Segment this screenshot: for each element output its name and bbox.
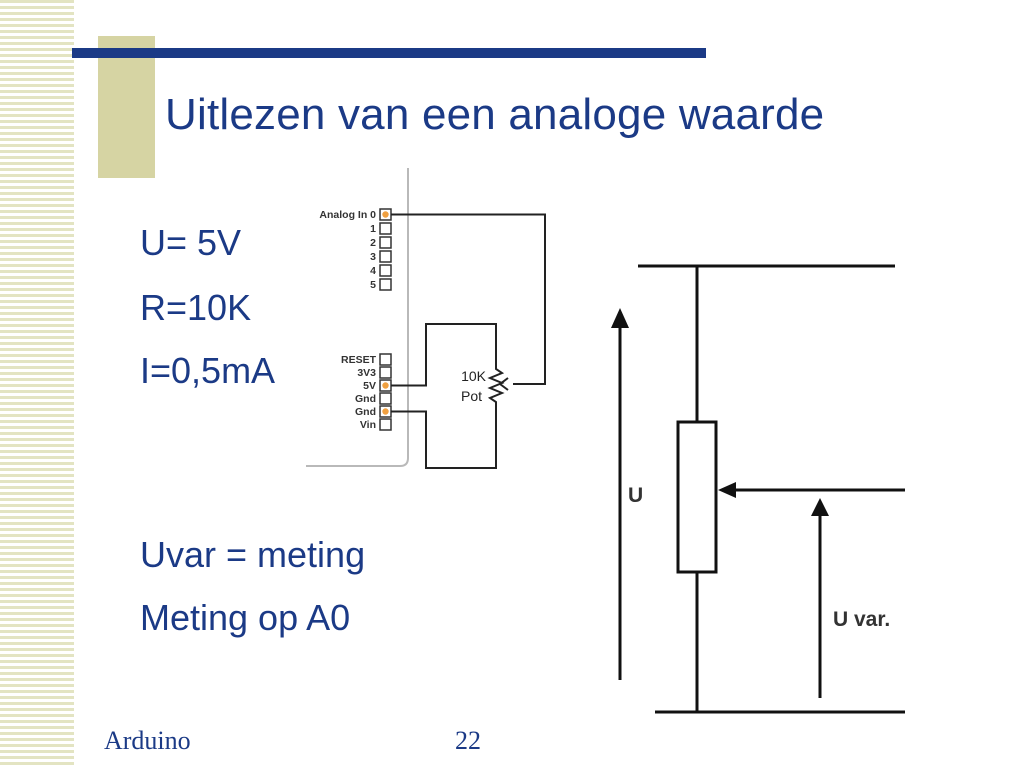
pin-label-5v: 5V (363, 380, 376, 392)
bullet-uvar: Uvar = meting (140, 534, 366, 575)
wire-5v-to-pot (391, 323, 497, 387)
pin-label-analog-2: 2 (370, 237, 376, 249)
slide-title: Uitlezen van een analoge waarde (165, 90, 825, 139)
pin-label-analog-in-0: Analog In 0 (319, 209, 376, 221)
pin-gnd-1 (379, 392, 392, 405)
pot-value-label: 10K (461, 368, 487, 384)
pin-label-gnd-2: Gnd (355, 406, 376, 418)
voltage-uvar-arrowhead (811, 498, 829, 516)
pin-label-analog-3: 3 (370, 251, 376, 263)
pin-analog-5 (379, 278, 392, 291)
footer-course-name: Arduino (104, 726, 191, 755)
arduino-board-outline (306, 168, 409, 467)
pin-label-gnd-1: Gnd (355, 393, 376, 405)
pot-wiper-arrow (498, 377, 509, 391)
title-accent-block (98, 36, 155, 178)
footer-page-number: 22 (455, 726, 481, 755)
bullet-resistance: R=10K (140, 287, 252, 328)
potentiometer-symbol (487, 364, 505, 406)
pin-analog-4 (379, 264, 392, 277)
pin-label-analog-4: 4 (370, 265, 376, 277)
pin-label-3v3: 3V3 (357, 367, 376, 379)
wire-gnd-to-pot (391, 406, 497, 469)
pin-3v3 (379, 366, 392, 379)
supply-voltage-label: U (628, 484, 643, 507)
bullet-current: I=0,5mA (140, 350, 276, 391)
pin-analog-3 (379, 250, 392, 263)
pin-reset (379, 353, 392, 366)
pin-label-vin: Vin (360, 419, 376, 431)
voltage-u-arrowhead (611, 308, 629, 328)
wiper-arrowhead (718, 482, 736, 498)
pin-analog-2 (379, 236, 392, 249)
stripes-gap (74, 0, 80, 768)
pin-analog-1 (379, 222, 392, 235)
pot-name-label: Pot (461, 388, 482, 404)
pin-label-analog-5: 5 (370, 279, 376, 291)
potentiometer-resistor (676, 420, 718, 574)
bullet-voltage: U= 5V (140, 222, 242, 263)
measured-voltage-label: U var. (833, 608, 890, 631)
pin-vin (379, 418, 392, 431)
voltage-divider-schematic: U U var. (611, 264, 905, 714)
decorative-stripes (0, 0, 74, 768)
pin-gnd-2-connected (382, 408, 389, 415)
pin-label-reset: RESET (341, 354, 377, 366)
title-accent-bar (72, 48, 706, 58)
pin-5v-connected (382, 382, 389, 389)
pin-analog-0-connected (382, 211, 389, 218)
arduino-pot-wiring-diagram: Analog In 0 1 2 3 4 5 RESET 3V3 5V Gnd G… (306, 168, 546, 469)
wire-analog-0-to-wiper (391, 213, 546, 385)
pin-label-analog-1: 1 (370, 223, 376, 235)
bullet-measure-pin: Meting op A0 (140, 597, 351, 638)
